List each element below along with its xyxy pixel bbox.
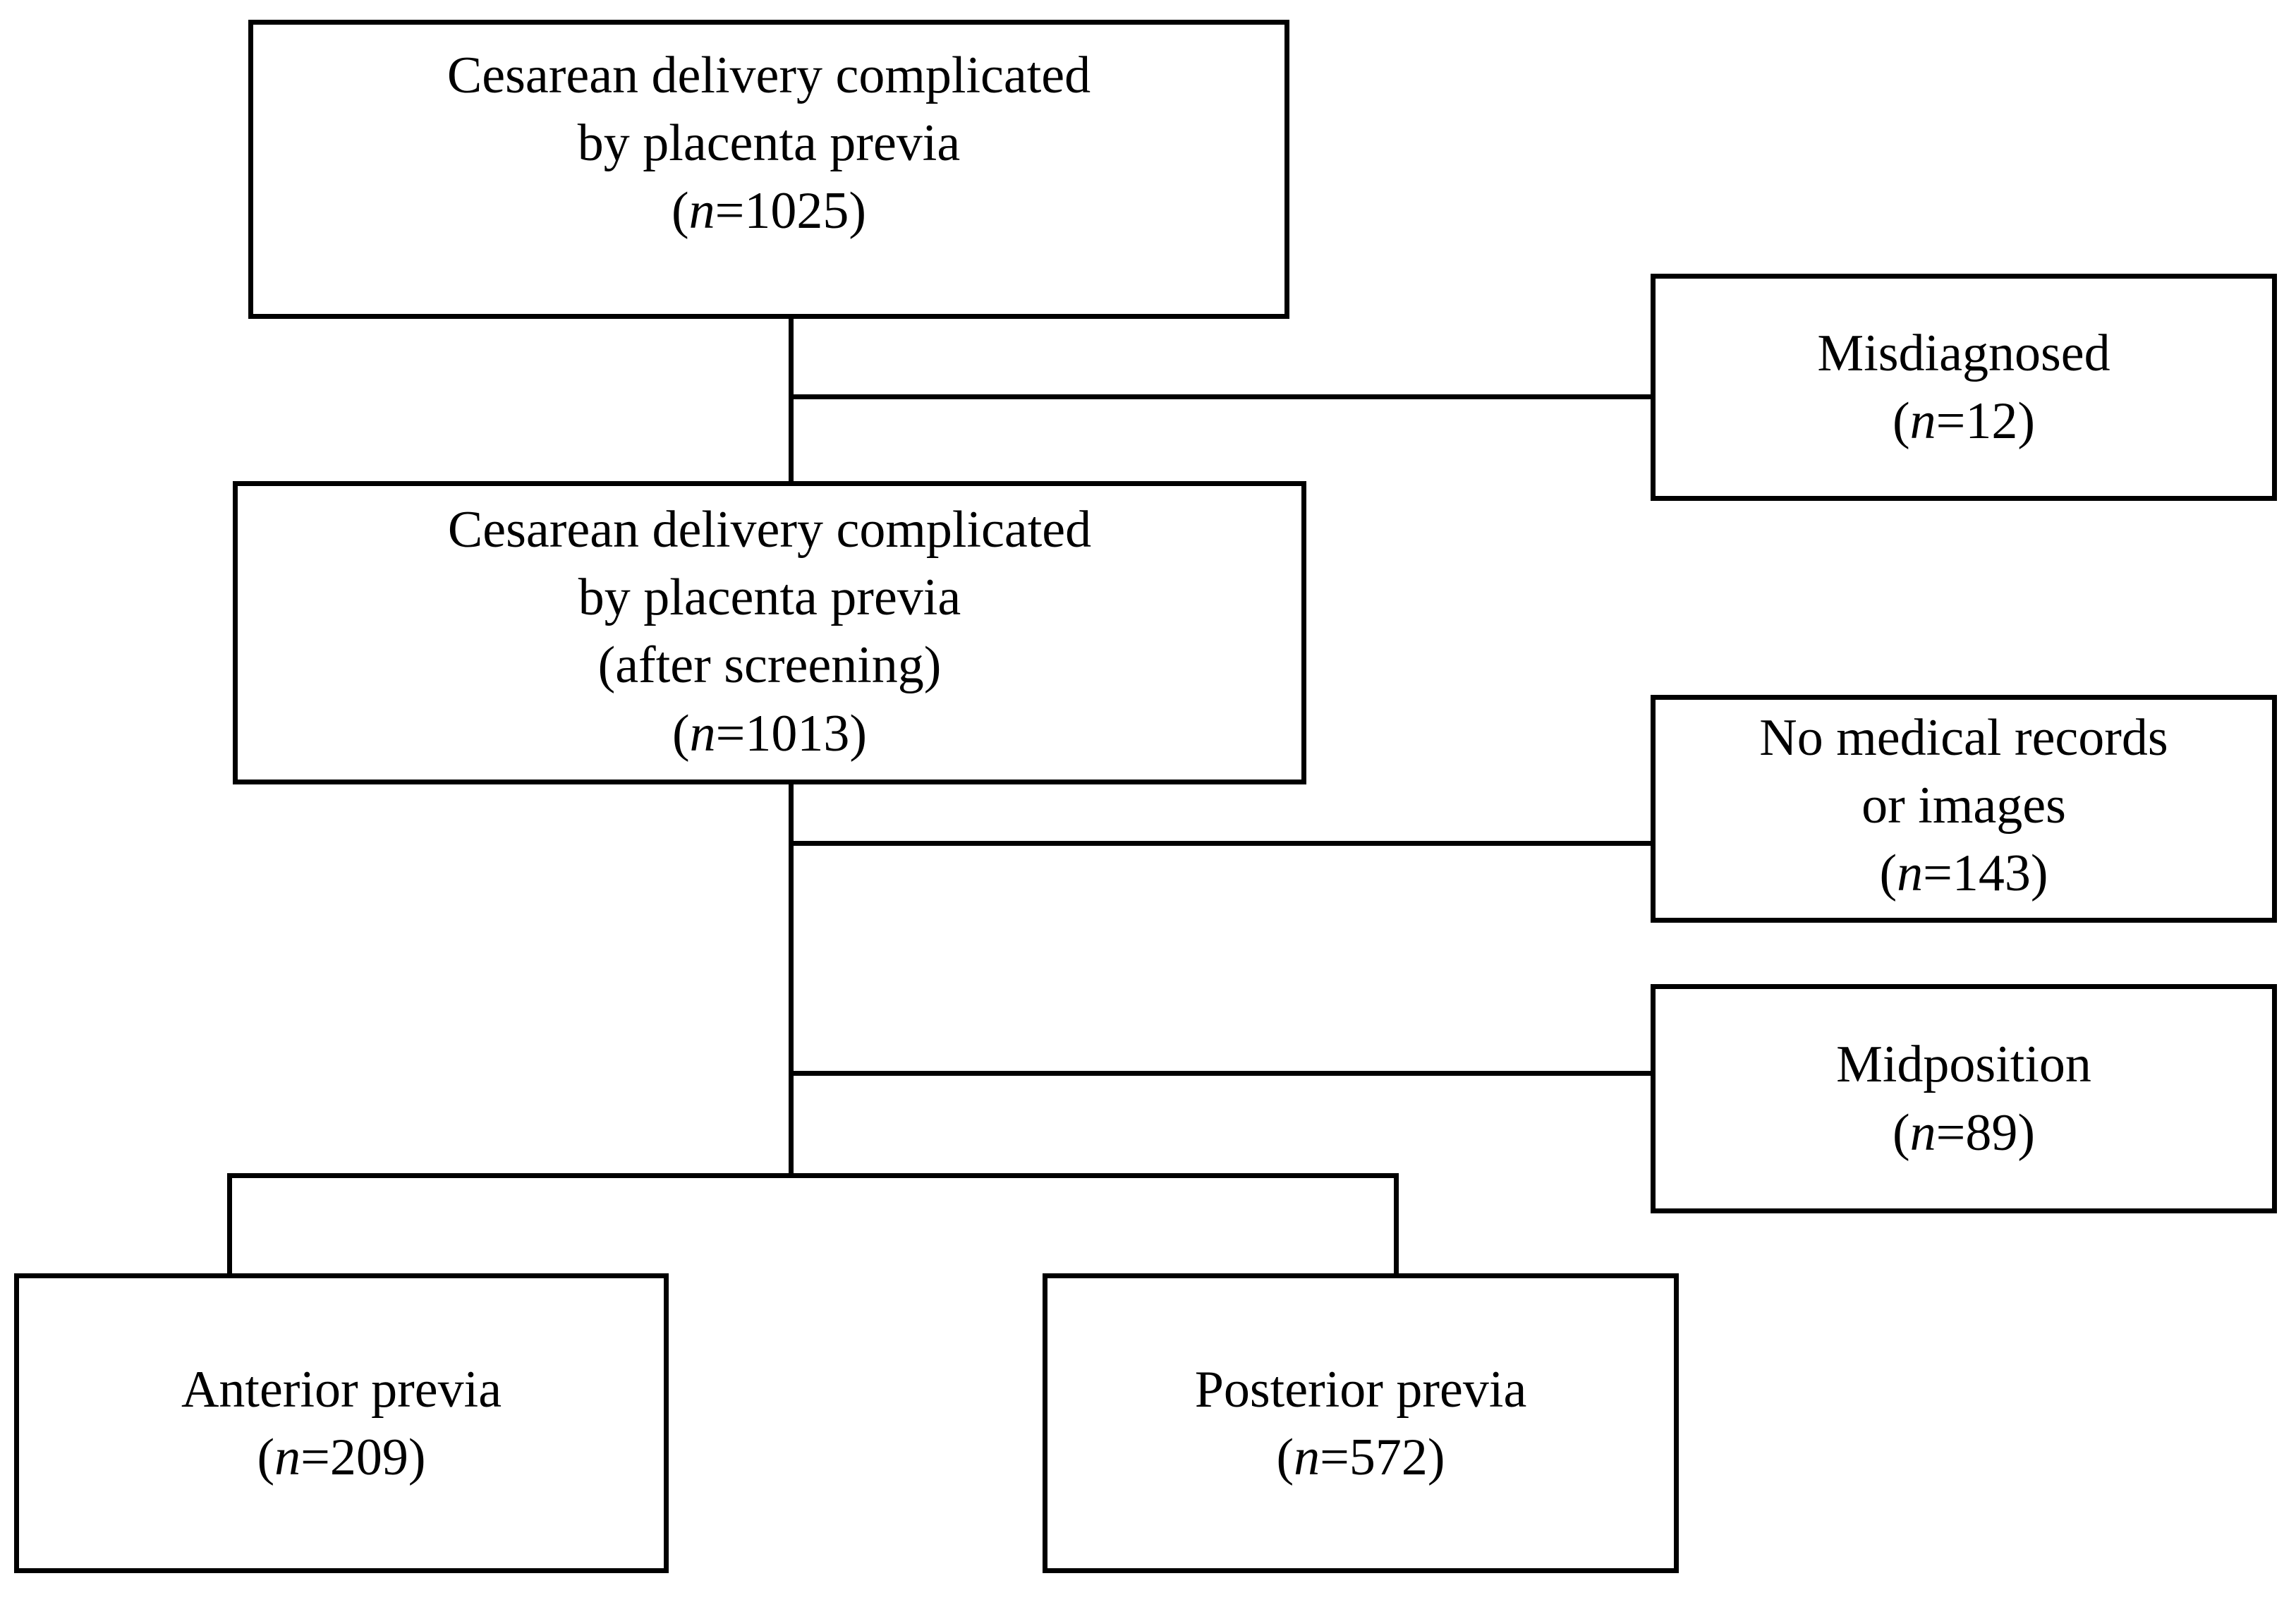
midposition-line-1: Midposition [1836,1036,2091,1094]
connector-screened-trunk [789,784,794,1178]
node-source-cohort[interactable]: Cesarean delivery complicated by placent… [248,20,1289,319]
source-cohort-count: (n=1025) [671,182,867,241]
no-medical-records-line-2: or images [1861,777,2066,835]
connector-screened-to-no-records [789,841,1653,846]
no-medical-records-count: (n=143) [1879,844,2048,903]
source-cohort-line-1: Cesarean delivery complicated [447,47,1091,104]
anterior-previa-line-1: Anterior previa [181,1361,502,1419]
connector-fork-to-anterior [227,1173,232,1277]
connector-fork-bar [227,1173,1399,1178]
source-cohort-line-2: by placenta previa [577,114,961,173]
node-posterior-previa[interactable]: Posterior previa (n=572) [1043,1273,1679,1573]
connector-screened-to-midposition [789,1071,1653,1076]
node-anterior-previa[interactable]: Anterior previa (n=209) [14,1273,669,1573]
node-misdiagnosed[interactable]: Misdiagnosed (n=12) [1651,274,2277,501]
node-midposition[interactable]: Midposition (n=89) [1651,984,2277,1213]
misdiagnosed-count: (n=12) [1892,392,2036,450]
midposition-count: (n=89) [1892,1103,2036,1162]
connector-source-to-screened [789,319,794,484]
connector-fork-to-posterior [1394,1173,1399,1277]
node-no-medical-records[interactable]: No medical records or images (n=143) [1651,695,2277,923]
posterior-previa-line-1: Posterior previa [1194,1361,1527,1419]
screened-cohort-line-2: by placenta previa [578,569,961,627]
no-medical-records-line-1: No medical records [1759,709,2168,767]
anterior-previa-count: (n=209) [257,1429,426,1487]
screened-cohort-count: (n=1013) [672,704,868,763]
node-screened-cohort[interactable]: Cesarean delivery complicated by placent… [233,481,1306,784]
connector-source-to-misdiagnosed [789,394,1653,399]
misdiagnosed-line-1: Misdiagnosed [1817,324,2110,382]
screened-cohort-line-3: (after screening) [597,636,942,695]
posterior-previa-count: (n=572) [1276,1429,1445,1487]
screened-cohort-line-1: Cesarean delivery complicated [447,501,1092,559]
